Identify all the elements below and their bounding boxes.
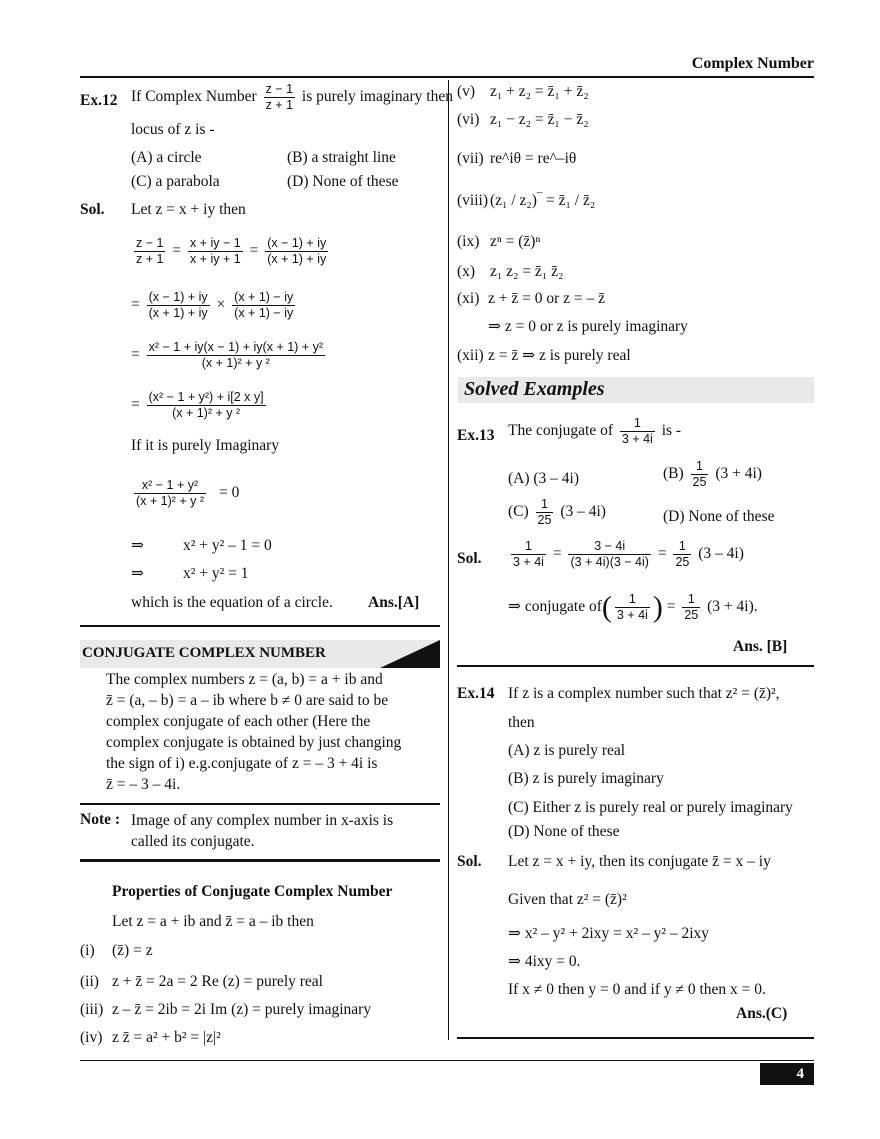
page-number: 4: [760, 1063, 814, 1085]
ex14-rule: [457, 1037, 814, 1039]
solved-examples-bar: Solved Examples: [458, 377, 814, 403]
conjugate-paragraph: The complex numbers z = (a, b) = a + ib …: [106, 671, 402, 793]
ex14-sol-step3: ⇒ x² – y² + 2ixy = x² – y² – 2ixy: [508, 925, 710, 942]
ex14-sol-label: Sol.: [457, 853, 482, 870]
properties-heading: Properties of Conjugate Complex Number: [112, 883, 393, 900]
property-v: z₁ + z₂ = z̄₁ + z̄₂: [490, 83, 589, 100]
conjugate-heading-bar: CONJUGATE COMPLEX NUMBER: [80, 640, 440, 668]
ex12-conclusion: which is the equation of a circle.: [131, 594, 333, 611]
ex12-step5: x² − 1 + y²(x + 1)² + y ² = 0: [134, 478, 240, 508]
ex14-option-b: (B) z is purely imaginary: [508, 770, 664, 787]
footer-rule: [80, 1060, 814, 1061]
property-iii-num: (iii): [80, 1001, 104, 1018]
running-header: Complex Number: [691, 55, 814, 72]
conjugate-heading: CONJUGATE COMPLEX NUMBER: [82, 645, 326, 661]
property-iii: z – z̄ = 2ib = 2i Im (z) = purely imagin…: [112, 1001, 372, 1018]
ex14-answer: Ans.(C): [736, 1005, 788, 1022]
property-x-num: (x): [457, 263, 476, 280]
ex12-step3: = x² − 1 + iy(x − 1) + iy(x + 1) + y²(x …: [131, 340, 325, 370]
section-rule: [80, 625, 440, 627]
solved-examples-heading: Solved Examples: [464, 378, 605, 400]
property-vii: re^iθ = re^–iθ: [490, 150, 577, 167]
property-viii-num: (viii): [457, 192, 488, 209]
property-i: (z̄) = z: [112, 942, 153, 959]
property-viii: (z₁ / z₂)‾ = z̄₁ / z̄₂: [490, 192, 596, 209]
property-ix-num: (ix): [457, 233, 480, 250]
ex12-step6: x² + y² – 1 = 0: [183, 537, 272, 554]
ex12-option-b: (B) a straight line: [287, 149, 396, 166]
heading-triangle-decoration: [380, 640, 440, 668]
ex14-sol-step4: ⇒ 4ixy = 0.: [508, 953, 581, 970]
ex13-label: Ex.13: [457, 427, 495, 444]
property-x: z₁ z₂ = z̄₁ z̄₂: [490, 263, 564, 280]
property-xi-num: (xi): [457, 290, 480, 307]
ex13-option-d: (D) None of these: [663, 508, 775, 525]
property-iv-num: (iv): [80, 1029, 103, 1046]
ex12-option-d: (D) None of these: [287, 173, 399, 190]
ex13-sol-label: Sol.: [457, 550, 482, 567]
ex14-question: If z is a complex number such that z² = …: [508, 685, 780, 702]
property-xii: z = z̄ ⇒ z is purely real: [488, 347, 631, 364]
ex12-label: Ex.12: [80, 92, 118, 109]
ex13-rule: [457, 665, 814, 667]
ex12-arrow-2: ⇒: [131, 565, 144, 582]
note-bottom-rule: [80, 859, 440, 862]
property-vii-num: (vii): [457, 150, 484, 167]
property-vi: z₁ − z₂ = z̄₁ − z̄₂: [490, 111, 589, 128]
property-xi-cont: ⇒ z = 0 or z is purely imaginary: [488, 318, 688, 335]
property-v-num: (v): [457, 83, 476, 100]
property-ix: zⁿ = (z̄)ⁿ: [490, 233, 541, 250]
ex12-sol-intro: Let z = x + iy then: [131, 201, 246, 218]
ex14-option-a: (A) z is purely real: [508, 742, 626, 759]
note-top-rule: [80, 803, 440, 805]
note-text: Image of any complex number in x-axis is…: [131, 812, 394, 850]
properties-intro: Let z = a + ib and z̄ = a – ib then: [112, 913, 314, 930]
ex14-question-line2: then: [508, 714, 535, 731]
property-xii-num: (xii): [457, 347, 484, 364]
ex12-option-c: (C) a parabola: [131, 173, 220, 190]
ex14-option-d: (D) None of these: [508, 823, 620, 840]
ex12-sol-label: Sol.: [80, 201, 105, 218]
property-xi: z + z̄ = 0 or z = – z̄: [488, 290, 606, 307]
property-ii: z + z̄ = 2a = 2 Re (z) = purely real: [112, 973, 323, 990]
ex12-answer: Ans.[A]: [368, 594, 420, 611]
property-i-num: (i): [80, 942, 95, 959]
property-ii-num: (ii): [80, 973, 99, 990]
ex13-answer: Ans. [B]: [733, 638, 788, 655]
ex14-label: Ex.14: [457, 685, 495, 702]
column-divider: [448, 80, 449, 1040]
ex12-option-a: (A) a circle: [131, 149, 202, 166]
ex14-option-c: (C) Either z is purely real or purely im…: [508, 799, 793, 816]
ex12-arrow-1: ⇒: [131, 537, 144, 554]
property-iv: z z̄ = a² + b² = |z|²: [112, 1029, 221, 1046]
ex13-option-a: (A) (3 – 4i): [508, 470, 580, 487]
header-rule: [80, 76, 814, 78]
ex14-sol-step2: Given that z² = (z̄)²: [508, 891, 627, 908]
ex14-sol-step5: If x ≠ 0 then y = 0 and if y ≠ 0 then x …: [508, 981, 766, 998]
note-label: Note :: [80, 811, 121, 828]
property-vi-num: (vi): [457, 111, 480, 128]
ex12-step2: = (x − 1) + iy(x + 1) + iy × (x + 1) − i…: [131, 290, 296, 320]
ex14-sol-step1: Let z = x + iy, then its conjugate z̄ = …: [508, 853, 771, 870]
ex12-step4: = (x² − 1 + y²) + i[2 x y](x + 1)² + y ²: [131, 390, 266, 420]
ex12-question-line2: locus of z is -: [131, 121, 215, 138]
ex12-imaginary-line: If it is purely Imaginary: [131, 437, 280, 454]
ex12-step7: x² + y² = 1: [183, 565, 249, 582]
